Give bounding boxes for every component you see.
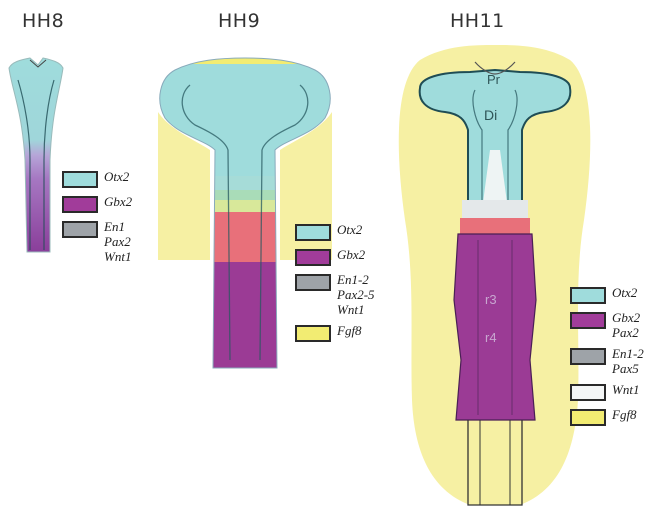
- legend-hh9: Otx2 Gbx2 En1-2 Pax2-5 Wnt1 Fgf8: [295, 222, 375, 348]
- legend-label: Fgf8: [612, 407, 637, 422]
- legend-item-fgf8: Fgf8: [295, 323, 375, 342]
- legend-label: En1: [104, 219, 131, 234]
- legend-label: Pax2-5: [337, 287, 375, 302]
- legend-hh11: Otx2 Gbx2 Pax2 En1-2 Pax5 Wnt1 Fgf8: [570, 285, 644, 432]
- legend-label: Pax5: [612, 361, 644, 376]
- hh8-neural-plate: [9, 58, 63, 252]
- region-label-r4: r4: [485, 330, 497, 345]
- legend-swatch: [295, 249, 331, 266]
- legend-swatch: [295, 224, 331, 241]
- legend-swatch: [570, 312, 606, 329]
- legend-label: Wnt1: [104, 249, 131, 264]
- legend-label: Gbx2: [104, 194, 132, 209]
- legend-item-en1: En1 Pax2 Wnt1: [62, 219, 132, 264]
- legend-swatch: [295, 325, 331, 342]
- legend-item-otx2: Otx2: [570, 285, 644, 304]
- legend-item-fgf8: Fgf8: [570, 407, 644, 426]
- region-label-pr: Pr: [487, 72, 501, 87]
- embryo-hh8: [9, 58, 63, 252]
- legend-label: Wnt1: [337, 302, 375, 317]
- legend-item-wnt1: Wnt1: [570, 382, 644, 401]
- legend-label: Gbx2: [337, 247, 365, 262]
- legend-hh8: Otx2 Gbx2 En1 Pax2 Wnt1: [62, 169, 132, 270]
- legend-item-en1-2: En1-2 Pax2-5 Wnt1: [295, 272, 375, 317]
- legend-item-gbx2: Gbx2: [295, 247, 375, 266]
- legend-label: Pax2: [612, 325, 640, 340]
- legend-swatch: [62, 221, 98, 238]
- embryo-hh11: Pr Di r3 r4: [399, 45, 591, 505]
- region-label-r3: r3: [485, 292, 497, 307]
- legend-swatch: [570, 409, 606, 426]
- legend-swatch: [570, 348, 606, 365]
- legend-label: Otx2: [612, 285, 637, 300]
- legend-label: Gbx2: [612, 310, 640, 325]
- legend-item-otx2: Otx2: [62, 169, 132, 188]
- legend-item-otx2: Otx2: [295, 222, 375, 241]
- legend-swatch: [295, 274, 331, 291]
- legend-swatch: [62, 171, 98, 188]
- legend-swatch: [570, 384, 606, 401]
- legend-label: Fgf8: [337, 323, 362, 338]
- legend-swatch: [570, 287, 606, 304]
- legend-swatch: [62, 196, 98, 213]
- legend-item-gbx2: Gbx2: [62, 194, 132, 213]
- legend-item-gbx2: Gbx2 Pax2: [570, 310, 644, 340]
- legend-label: Wnt1: [612, 382, 639, 397]
- legend-label: En1-2: [337, 272, 375, 287]
- legend-label: Pax2: [104, 234, 131, 249]
- legend-label: Otx2: [104, 169, 129, 184]
- legend-item-en1-2: En1-2 Pax5: [570, 346, 644, 376]
- legend-label: En1-2: [612, 346, 644, 361]
- region-label-di: Di: [484, 107, 497, 123]
- legend-label: Otx2: [337, 222, 362, 237]
